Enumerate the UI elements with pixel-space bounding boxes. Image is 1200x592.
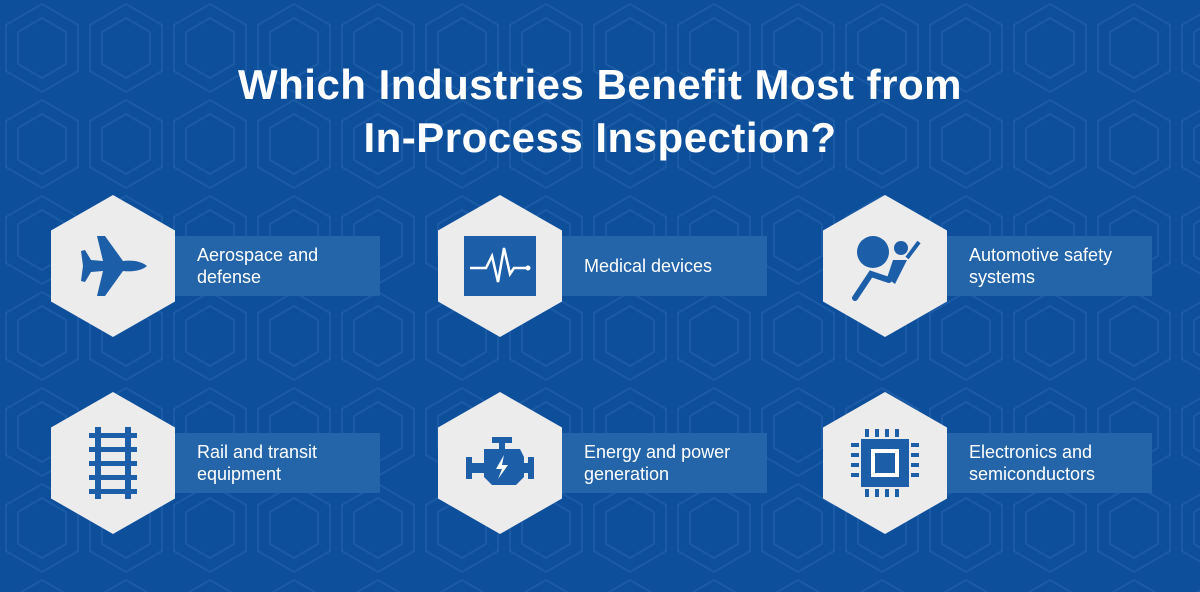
industry-card-automotive: Automotive safety systems [823, 195, 1163, 337]
hexagon [823, 195, 947, 337]
industry-card-rail: Rail and transit equipment [51, 392, 391, 534]
airbag-icon [852, 236, 921, 301]
hexagon [438, 392, 562, 534]
industry-label: Medical devices [584, 256, 713, 276]
hexagon [823, 392, 947, 534]
industry-card-energy: Energy and power generation [438, 392, 778, 534]
fighter-jet-icon [81, 236, 147, 296]
hexagon [51, 195, 175, 337]
chip-icon [851, 429, 919, 497]
hexagon [51, 392, 175, 534]
industry-card-aerospace: Aerospace and defense [51, 195, 391, 337]
industry-label: Energy and power generation [584, 442, 731, 484]
heartbeat-monitor-icon [464, 236, 536, 296]
industry-card-medical: Medical devices [438, 195, 778, 337]
industry-card-electronics: Electronics and semiconductors [823, 392, 1163, 534]
page-title: Which Industries Benefit Most from In-Pr… [0, 58, 1200, 164]
industry-label: Electronics and semiconductors [969, 442, 1096, 484]
industry-label: Aerospace and defense [197, 245, 319, 287]
rail-track-icon [89, 427, 137, 499]
industry-label: Automotive safety systems [969, 245, 1113, 287]
title-line-1: Which Industries Benefit Most from [237, 61, 963, 108]
hexagon [438, 195, 562, 337]
title-line-2: In-Process Inspection? [363, 114, 837, 161]
industry-label: Rail and transit equipment [197, 442, 318, 484]
engine-bolt-icon [466, 437, 534, 485]
